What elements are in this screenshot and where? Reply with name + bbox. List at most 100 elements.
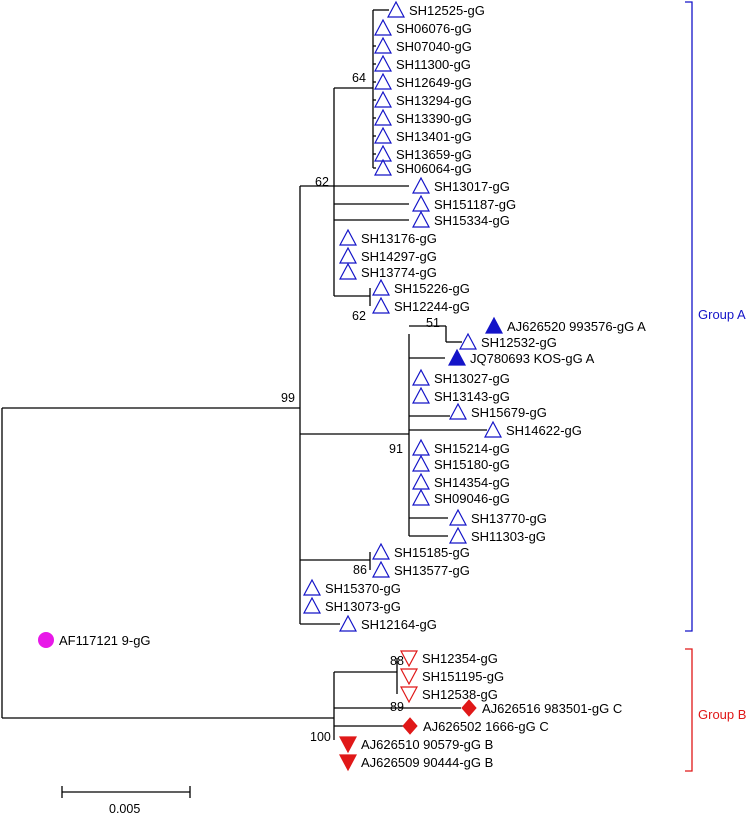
taxon-label: SH13774-gG [361,265,437,280]
open-triangle-marker [372,560,390,578]
open-triangle-marker [374,54,392,72]
open-triangle-marker [339,228,357,246]
open-triangle-marker [459,332,477,350]
taxon-label: SH15370-gG [325,581,401,596]
open-triangle-marker [412,176,430,194]
filled-triangle-marker [485,316,503,334]
bootstrap-64: 64 [352,71,366,85]
open-triangle-marker [387,0,405,18]
open-triangle-marker [412,454,430,472]
open-triangle-marker [484,420,502,438]
taxon-label: SH12244-gG [394,299,470,314]
open-triangle-marker [372,278,390,296]
taxon-label: SH151187-gG [434,197,516,212]
taxon-label: SH13073-gG [325,599,401,614]
taxon-label: AF117121 9-gG [59,633,151,648]
open-triangle-marker [374,36,392,54]
open-triangle-marker [449,508,467,526]
taxon-label: SH15185-gG [394,545,470,560]
taxon-label: SH11303-gG [471,529,546,544]
taxon-label: SH15214-gG [434,441,510,456]
taxon-label: AJ626502 1666-gG C [423,719,549,734]
taxon-label: SH15679-gG [471,405,547,420]
taxon-label: SH09046-gG [434,491,510,506]
taxon-label: AJ626516 983501-gG C [482,701,622,716]
open-triangle-marker [374,158,392,176]
open-triangle-marker [372,296,390,314]
taxon-label: SH06076-gG [396,21,472,36]
open-triangle-marker [449,526,467,544]
taxon-label: SH13017-gG [434,179,510,194]
group-b-label: Group B [698,707,746,722]
open-triangle-marker [412,210,430,228]
taxon-label: SH14354-gG [434,475,510,490]
taxon-label: SH15334-gG [434,213,510,228]
taxon-label: SH13401-gG [396,129,472,144]
bootstrap-values: 64 62 62 51 99 91 86 88 89 100 [281,71,440,744]
taxon-label: SH15180-gG [434,457,510,472]
taxon-labels: SH12525-gG SH06076-gG SH07040-gG SH11300-gG… [59,3,646,770]
bootstrap-62-lower: 62 [352,309,366,323]
taxon-label: SH13577-gG [394,563,470,578]
open-inverted-triangle-marker [400,650,418,668]
taxon-label: AJ626520 993576-gG A [507,319,646,334]
open-triangle-marker [303,596,321,614]
open-triangle-marker [372,542,390,560]
taxon-label: SH13390-gG [396,111,472,126]
bootstrap-99: 99 [281,391,295,405]
open-triangle-marker [339,262,357,280]
bootstrap-91: 91 [389,442,403,456]
circle-marker [38,632,54,648]
open-triangle-marker [412,386,430,404]
open-triangle-marker [374,90,392,108]
taxon-label: SH13770-gG [471,511,547,526]
taxon-label: SH06064-gG [396,161,472,176]
taxon-label: SH12538-gG [422,687,498,702]
taxon-label: SH11300-gG [396,57,471,72]
open-triangle-marker [412,368,430,386]
tree-branches [1,9,487,740]
taxon-label: SH13027-gG [434,371,510,386]
bootstrap-100: 100 [310,730,331,744]
group-a-label: Group A [698,307,746,322]
scale-bar-label: 0.005 [109,802,140,816]
taxon-label: AJ626510 90579-gG B [361,737,493,752]
taxon-label: SH13294-gG [396,93,472,108]
open-inverted-triangle-marker [400,686,418,704]
group-b-bracket: Group B [685,648,746,772]
taxon-label: JQ780693 KOS-gG A [470,351,595,366]
open-triangle-marker [339,614,357,632]
taxon-label: SH12532-gG [481,335,557,350]
taxon-markers [38,0,503,772]
open-triangle-marker [449,402,467,420]
open-triangle-marker [374,126,392,144]
scale-bar: 0.005 [61,786,191,816]
open-triangle-marker [412,472,430,490]
bootstrap-86: 86 [353,563,367,577]
diamond-marker [461,699,477,717]
taxon-label: AJ626509 90444-gG B [361,755,493,770]
open-inverted-triangle-marker [400,668,418,686]
diamond-marker [402,717,418,735]
bootstrap-88: 88 [390,654,404,668]
taxon-label: SH07040-gG [396,39,472,54]
open-triangle-marker [339,246,357,264]
filled-triangle-marker [448,348,466,366]
taxon-label: SH12649-gG [396,75,472,90]
taxon-label: SH12354-gG [422,651,498,666]
taxon-label: SH15226-gG [394,281,470,296]
taxon-label: SH12525-gG [409,3,485,18]
taxon-label: SH13659-gG [396,147,472,162]
taxon-label: SH14297-gG [361,249,437,264]
open-triangle-marker [412,194,430,212]
taxon-label: SH14622-gG [506,423,582,438]
open-triangle-marker [412,438,430,456]
open-triangle-marker [412,488,430,506]
open-triangle-marker [374,108,392,126]
taxon-label: SH151195-gG [422,669,504,684]
filled-inverted-triangle-marker [339,736,357,754]
bootstrap-89: 89 [390,700,404,714]
open-triangle-marker [303,578,321,596]
open-triangle-marker [374,18,392,36]
